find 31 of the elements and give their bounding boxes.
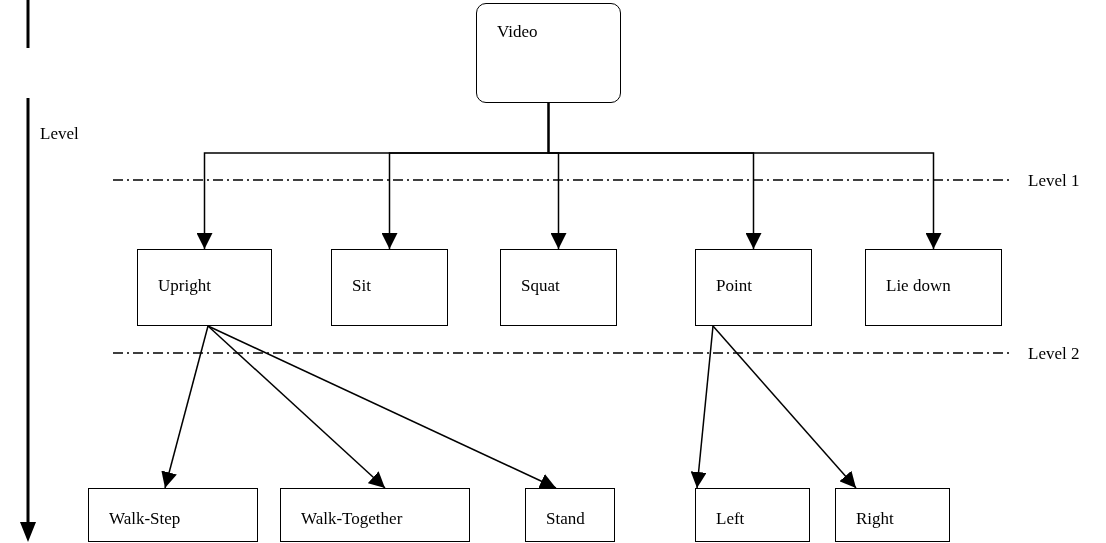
- node-label: Lie down: [886, 276, 951, 296]
- arrow: [690, 325, 714, 489]
- arrow: [207, 325, 386, 489]
- node-label: Sit: [352, 276, 371, 296]
- node-label: Stand: [546, 509, 585, 529]
- node-label: Walk-Step: [109, 509, 181, 529]
- rounded-box: [476, 3, 621, 103]
- category-box: [331, 249, 448, 326]
- node-label: Video: [497, 22, 538, 42]
- arrow: [207, 325, 557, 489]
- category-box: [137, 249, 272, 326]
- node-label: Upright: [158, 276, 211, 296]
- category-box: [88, 488, 258, 542]
- node-label: Squat: [521, 276, 560, 296]
- category-box: [835, 488, 950, 542]
- category-box: [865, 249, 1002, 326]
- level-label: Level 1: [1028, 171, 1080, 191]
- category-box: [280, 488, 470, 542]
- category-box: [500, 249, 617, 326]
- category-box: [695, 249, 812, 326]
- node-label: Point: [716, 276, 752, 296]
- node-label: Left: [716, 509, 745, 529]
- arrow: [547, 102, 942, 250]
- arrow: [712, 325, 857, 489]
- level-label: Level: [40, 124, 79, 144]
- node-label: Right: [856, 509, 894, 529]
- arrow: [161, 325, 209, 489]
- category-box: [695, 488, 810, 542]
- category-box: [525, 488, 615, 542]
- node-label: Walk-Together: [301, 509, 403, 529]
- level-label: Level 2: [1028, 344, 1080, 364]
